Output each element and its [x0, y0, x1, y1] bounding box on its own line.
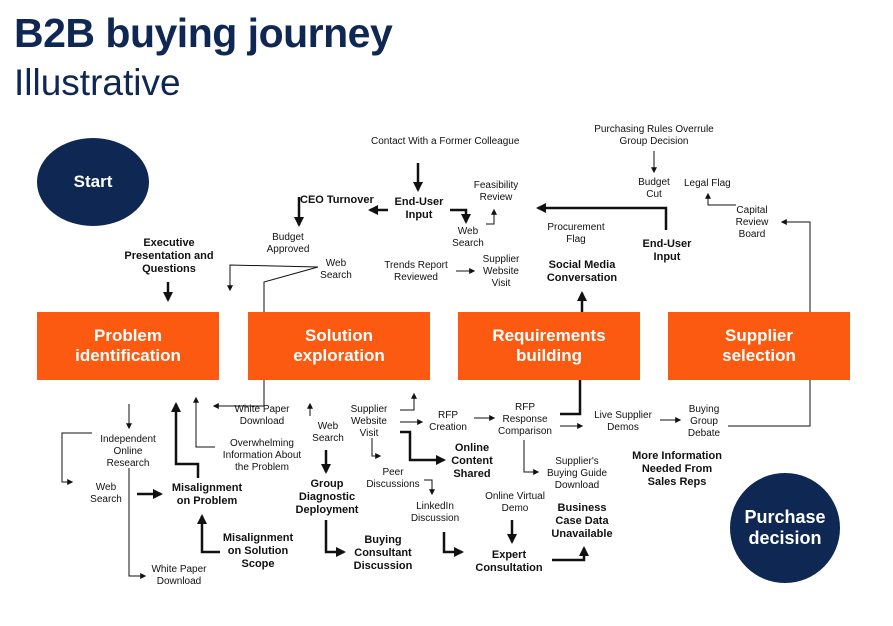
arrow-websearch-left — [227, 264, 319, 312]
label-web-search-mid: Web Search — [312, 421, 344, 444]
arrow-expert-to-business — [552, 546, 589, 562]
arrow-linkedin-to-expert — [442, 532, 464, 557]
purchase-decision-node: Purchase decision — [730, 473, 840, 583]
arrow-visit-up — [400, 392, 417, 411]
label-online-virtual-demo: Online Virtual Demo — [485, 491, 545, 514]
label-expert-consultation: Expert Consultation — [475, 549, 543, 574]
arrow-debate-up — [728, 380, 811, 427]
label-web-search-left: Web Search — [90, 482, 122, 505]
label-budget-approved: Budget Approved — [266, 232, 310, 255]
arrow-selection-to-capital — [780, 219, 811, 312]
label-suppliers-buying-guide: Supplier's Buying Guide Download — [546, 456, 608, 491]
label-misalignment-scope: Misalignment on Solution Scope — [222, 532, 294, 570]
diagram-title: B2B buying journey — [14, 10, 393, 56]
arrow-capital-to-legal — [705, 192, 736, 206]
stage-problem-identification: Problem identification — [37, 312, 219, 380]
arrow-input2-to-procurement — [536, 203, 668, 230]
label-overwhelming-info: Overwhelming Information About the Probl… — [222, 438, 302, 473]
label-peer-discussions: Peer Discussions — [366, 467, 420, 490]
label-capital-review-board: Capital Review Board — [735, 205, 769, 240]
label-web-search-top-left: Web Search — [320, 258, 352, 281]
label-misalignment-problem: Misalignment on Problem — [171, 482, 243, 507]
arrow-input-to-websearch — [450, 208, 471, 224]
arrow-peer-to-linkedin — [424, 479, 435, 496]
arrow-visit-to-peer — [371, 438, 382, 459]
label-ceo-turnover: CEO Turnover — [300, 194, 374, 206]
label-more-information: More Information Needed From Sales Reps — [632, 450, 722, 488]
label-procurement-flag: Procurement Flag — [547, 222, 605, 245]
arrow-group-to-consultant — [324, 520, 346, 557]
label-online-content: Online Content Shared — [451, 442, 493, 480]
label-linkedin-discussion: LinkedIn Discussion — [410, 501, 460, 524]
diagram-subtitle: Illustrative — [14, 62, 181, 103]
label-purchasing-rules: Purchasing Rules Overrule Group Decision — [594, 124, 714, 147]
start-node: Start — [37, 138, 149, 226]
label-business-case: Business Case Data Unavailable — [551, 502, 613, 540]
label-contact-former-colleague: Contact With a Former Colleague — [371, 136, 520, 147]
arrow-response-to-guide — [523, 440, 540, 475]
label-independent-research: Independent Online Research — [100, 434, 156, 469]
arrow-requirements-down — [560, 380, 582, 416]
arrow-research-to-whitepaper — [128, 468, 147, 579]
label-trends-report: Trends Report Reviewed — [384, 260, 448, 283]
label-group-diagnostic: Group Diagnostic Deployment — [295, 478, 359, 516]
arrow-research-to-websearch — [61, 432, 92, 485]
arrow-websearch-to-feasibility — [486, 208, 497, 225]
label-white-paper-mid: White Paper Download — [234, 404, 290, 427]
label-web-search-top-mid: Web Search — [452, 226, 484, 249]
label-live-supplier-demos: Live Supplier Demos — [594, 410, 652, 433]
label-buying-consultant: Buying Consultant Discussion — [353, 534, 413, 572]
label-executive-presentation: Executive Presentation and Questions — [124, 237, 214, 275]
label-feasibility-review: Feasibility Review — [473, 180, 519, 203]
arrow-solution-down — [212, 380, 265, 409]
arrow-scope-up — [197, 514, 220, 554]
stage-solution-exploration: Solution exploration — [248, 312, 430, 380]
label-rfp-creation: RFP Creation — [429, 410, 467, 433]
label-buying-group-debate: Buying Group Debate — [687, 404, 721, 439]
arrow-misalignment-up — [171, 402, 200, 478]
arrow-visit-to-content — [400, 430, 446, 465]
label-supplier-website-visit-top: Supplier Website Visit — [482, 254, 520, 289]
label-budget-cut: Budget Cut — [638, 177, 670, 200]
label-rfp-response: RFP Response Comparison — [498, 402, 552, 437]
label-end-user-input-1: End-User Input — [394, 196, 444, 221]
label-white-paper-left: White Paper Download — [151, 564, 207, 587]
label-end-user-input-2: End-User Input — [642, 238, 692, 263]
label-supplier-website-visit-bottom: Supplier Website Visit — [350, 404, 388, 439]
label-social-media: Social Media Conversation — [546, 259, 618, 284]
stage-requirements-building: Requirements building — [458, 312, 640, 380]
label-legal-flag: Legal Flag — [684, 178, 731, 189]
arrow-overwhelming-up — [193, 396, 215, 448]
stage-supplier-selection: Supplier selection — [668, 312, 850, 380]
